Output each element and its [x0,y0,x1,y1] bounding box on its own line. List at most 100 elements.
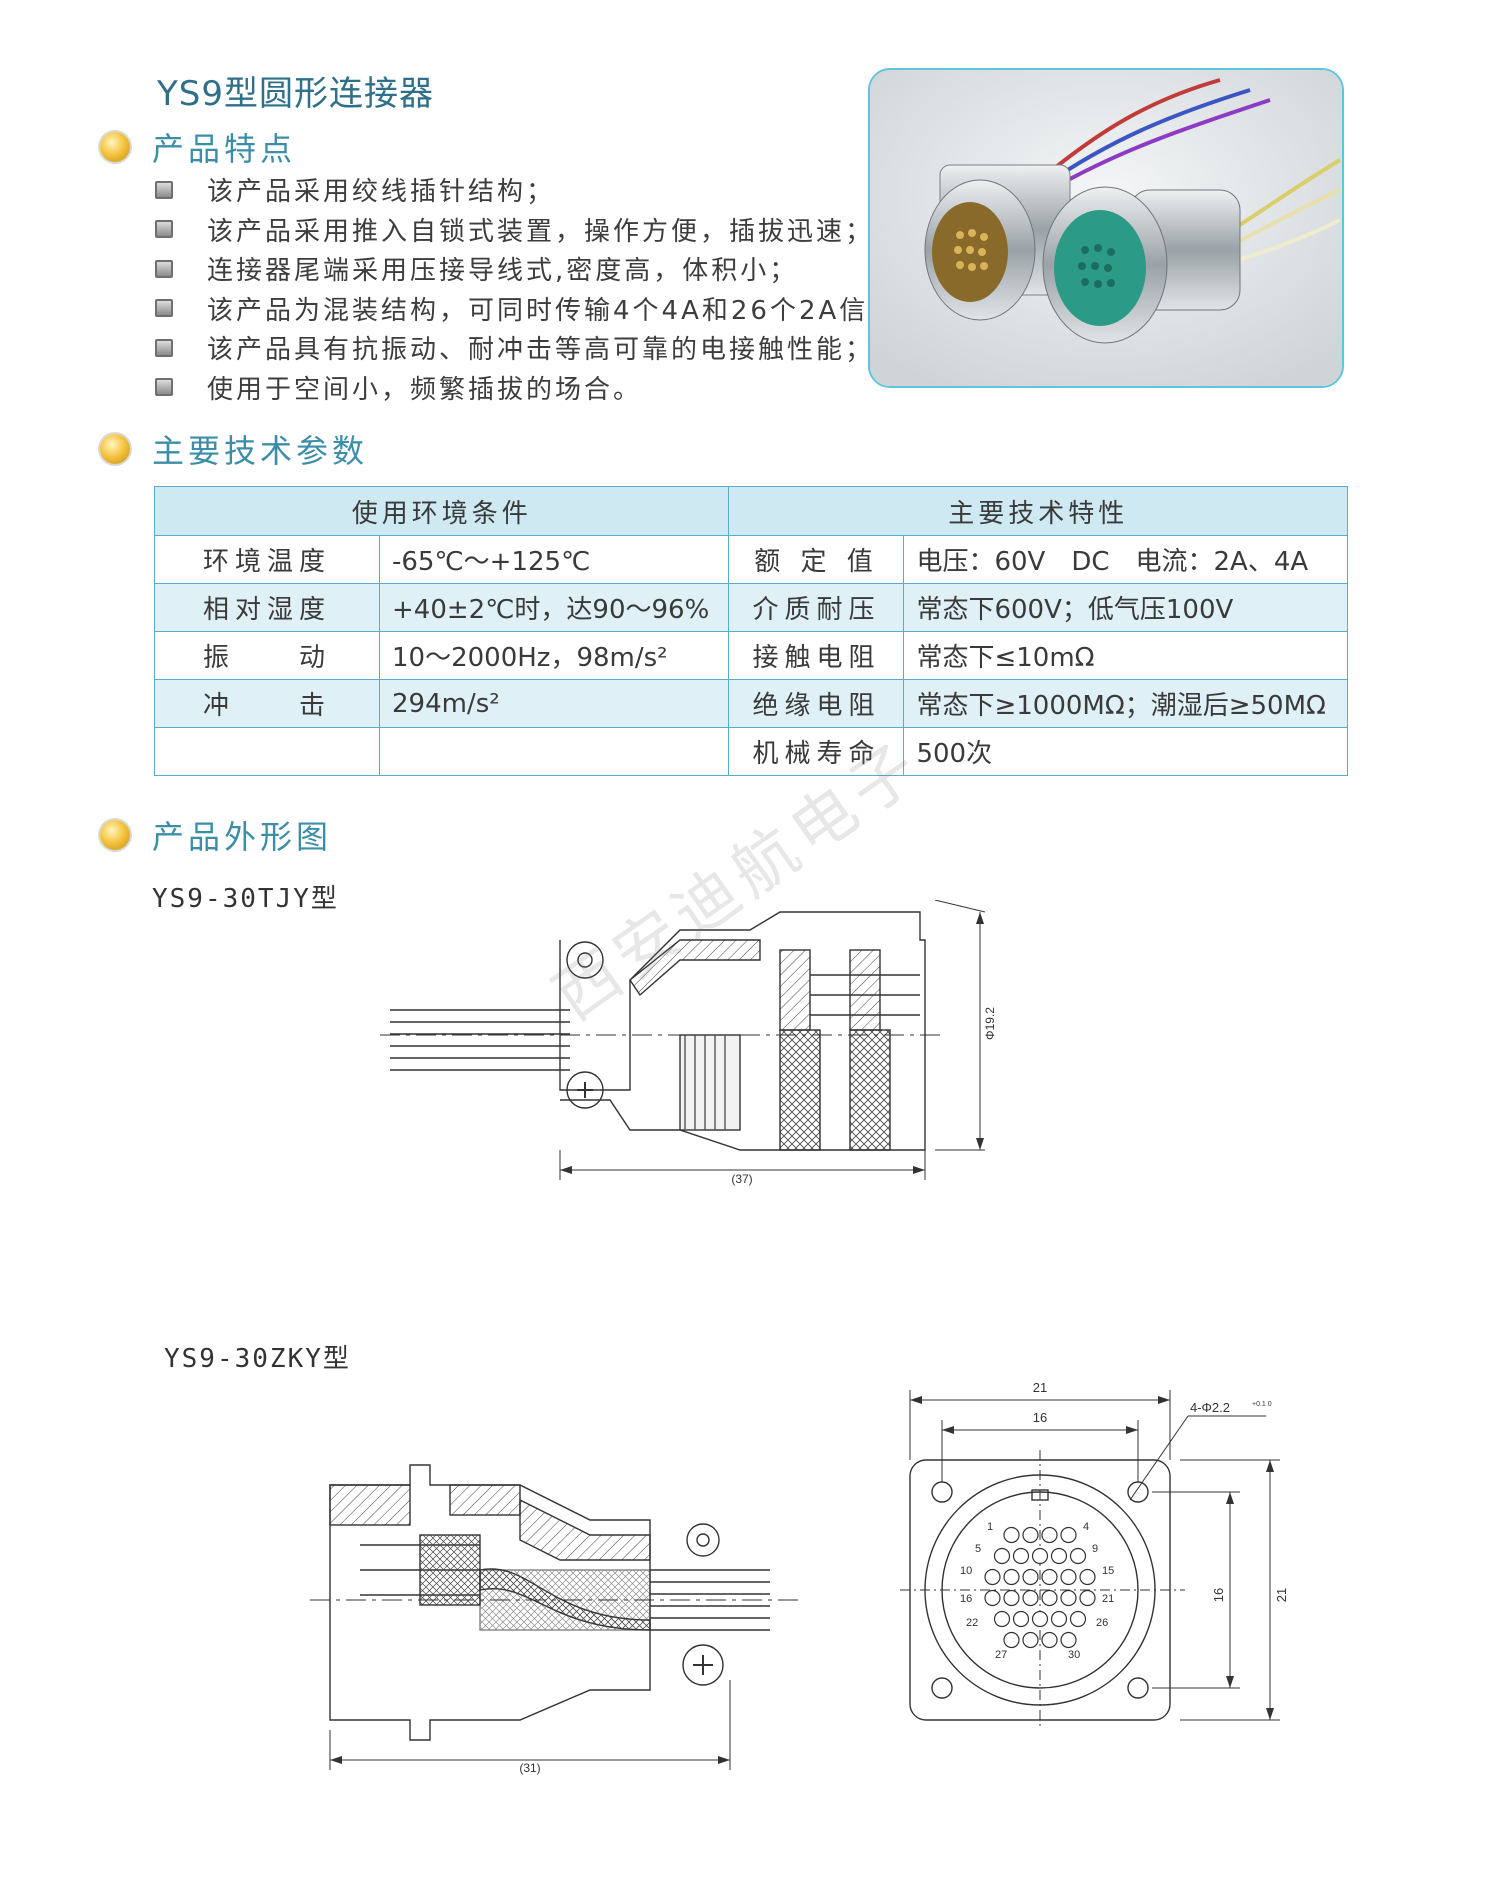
feature-list: 该产品采用绞线插针结构； 该产品采用推入自锁式装置，操作方便，插拔迅速； 连接器… [155,170,926,407]
square-bullet-icon [155,378,173,397]
contact-pin [1022,1568,1039,1586]
pin-label: 1 [987,1521,993,1533]
table-cell: 振 动 [154,631,380,680]
table-cell: 环境温度 [154,535,380,584]
pin-label: 26 [1096,1617,1108,1629]
table-row: 环境温度 -65℃～+125℃ 额 定 值 电压：60V DC 电流：2A、4A [154,535,1348,584]
contact-pin [1041,1526,1058,1544]
table-cell: +40±2℃时，达90～96% [378,583,730,632]
table-row: 机械寿命 500次 [154,727,1348,776]
model-receptacle-label: YS9-30ZKY型 [164,1344,351,1374]
square-bullet-icon [155,259,173,278]
pin-label: 9 [1092,1543,1098,1555]
table-cell: 额 定 值 [728,535,905,584]
table-cell: 机械寿命 [728,727,905,776]
receptacle-front-drawing: 1 4 5 9 10 15 16 21 22 26 27 30 21 16 21… [900,1380,1289,1730]
contact-pin [984,1568,1001,1586]
feature-item: 该产品采用推入自锁式装置，操作方便，插拔迅速； [155,210,926,250]
front-height-inner-dim: 16 [1211,1588,1226,1602]
table-row: 冲 击 294m/s² 绝缘电阻 常态下≥1000MΩ；潮湿后≥50MΩ [154,679,1348,728]
square-bullet-icon [155,338,173,357]
section-params-title: 主要技术参数 [152,432,369,470]
product-photo [868,68,1344,388]
receptacle-side-drawing: (31) [310,1464,800,1775]
table-cell: 电压：60V DC 电流：2A、4A [903,535,1348,584]
contact-pin [1012,1547,1030,1565]
contact-pin [1041,1589,1058,1607]
model-plug-label: YS9-30TJY型 [152,884,339,914]
table-cell: 294m/s² [378,679,730,728]
feature-item: 该产品为混装结构，可同时传输4个4A和26个2A信号； [155,289,926,329]
contact-pin [1022,1589,1039,1607]
plug-outline-drawing: (37) Φ19.2 [380,900,997,1186]
contact-pin [993,1610,1011,1628]
square-bullet-icon [155,180,173,199]
contact-pin [1003,1589,1020,1607]
spec-table: 使用环境条件 主要技术特性 环境温度 -65℃～+125℃ 额 定 值 电压：6… [153,486,1348,776]
table-header-left: 使用环境条件 [153,486,730,536]
contact-pin [1060,1526,1077,1544]
contact-pin [1031,1547,1049,1565]
contact-pin [1003,1568,1020,1586]
contact-pin [1022,1631,1039,1649]
table-cell: 常态下≤10mΩ [903,631,1348,680]
feature-item: 该产品采用绞线插针结构； [155,170,926,210]
receptacle-length-dim: (31) [519,1761,540,1775]
plug-length-dim: (37) [731,1172,752,1186]
contact-pin [1022,1526,1039,1544]
hole-spec-dim: 4-Φ2.2 [1190,1400,1230,1415]
table-row: 相对湿度 +40±2℃时，达90～96% 介质耐压 常态下600V；低气压100… [154,583,1348,632]
square-bullet-icon [155,299,173,318]
contact-pin [1012,1610,1030,1628]
table-cell: 相对湿度 [154,583,380,632]
pin-label: 21 [1102,1593,1114,1605]
contact-pin [1079,1568,1096,1586]
table-cell: 介质耐压 [728,583,905,632]
section-outline: 产品外形图 [100,812,332,858]
contact-pin [1041,1568,1058,1586]
section-features: 产品特点 [100,124,296,170]
section-bullet-icon [100,434,130,464]
hole-tolerance: +0.1 0 [1252,1401,1272,1408]
contact-pin [1060,1589,1077,1607]
pin-label: 16 [960,1593,972,1605]
page-title: YS9型圆形连接器 [157,74,434,114]
contact-pin [1003,1631,1020,1649]
contact-pin [993,1547,1011,1565]
table-cell [154,727,380,776]
table-header-row: 使用环境条件 主要技术特性 [153,486,1348,536]
contact-pin [1060,1568,1077,1586]
front-height-outer-dim: 21 [1274,1588,1289,1602]
table-cell: 绝缘电阻 [728,679,905,728]
contact-pin [1069,1547,1087,1565]
pin-label: 30 [1068,1649,1080,1661]
contact-pin [1050,1610,1068,1628]
section-features-title: 产品特点 [152,130,297,168]
front-width-inner-dim: 16 [1033,1410,1047,1425]
pin-label: 10 [960,1565,972,1577]
contact-pin [1031,1610,1049,1628]
table-cell: 500次 [903,727,1348,776]
section-bullet-icon [100,132,130,162]
contact-pin [1069,1610,1087,1628]
feature-item: 使用于空间小，频繁插拔的场合。 [155,368,926,408]
table-cell: 10～2000Hz，98m/s² [378,631,730,680]
contact-pin [1079,1589,1096,1607]
section-bullet-icon [100,820,130,850]
table-cell: -65℃～+125℃ [378,535,730,584]
table-row: 振 动 10～2000Hz，98m/s² 接触电阻 常态下≤10mΩ [154,631,1348,680]
square-bullet-icon [155,220,173,239]
plug-diameter-dim: Φ19.2 [983,1007,997,1040]
front-width-outer-dim: 21 [1033,1380,1047,1395]
pin-label: 5 [975,1543,981,1555]
section-params: 主要技术参数 [100,426,368,472]
contact-pin [984,1589,1001,1607]
contact-pin [1060,1631,1077,1649]
contact-pin [1003,1526,1020,1544]
table-cell: 常态下≥1000MΩ；潮湿后≥50MΩ [903,679,1348,728]
table-cell [378,727,730,776]
feature-item: 该产品具有抗振动、耐冲击等高可靠的电接触性能； [155,328,926,368]
table-header-right: 主要技术特性 [728,486,1348,536]
pin-label: 4 [1083,1521,1089,1533]
section-outline-title: 产品外形图 [152,818,333,856]
